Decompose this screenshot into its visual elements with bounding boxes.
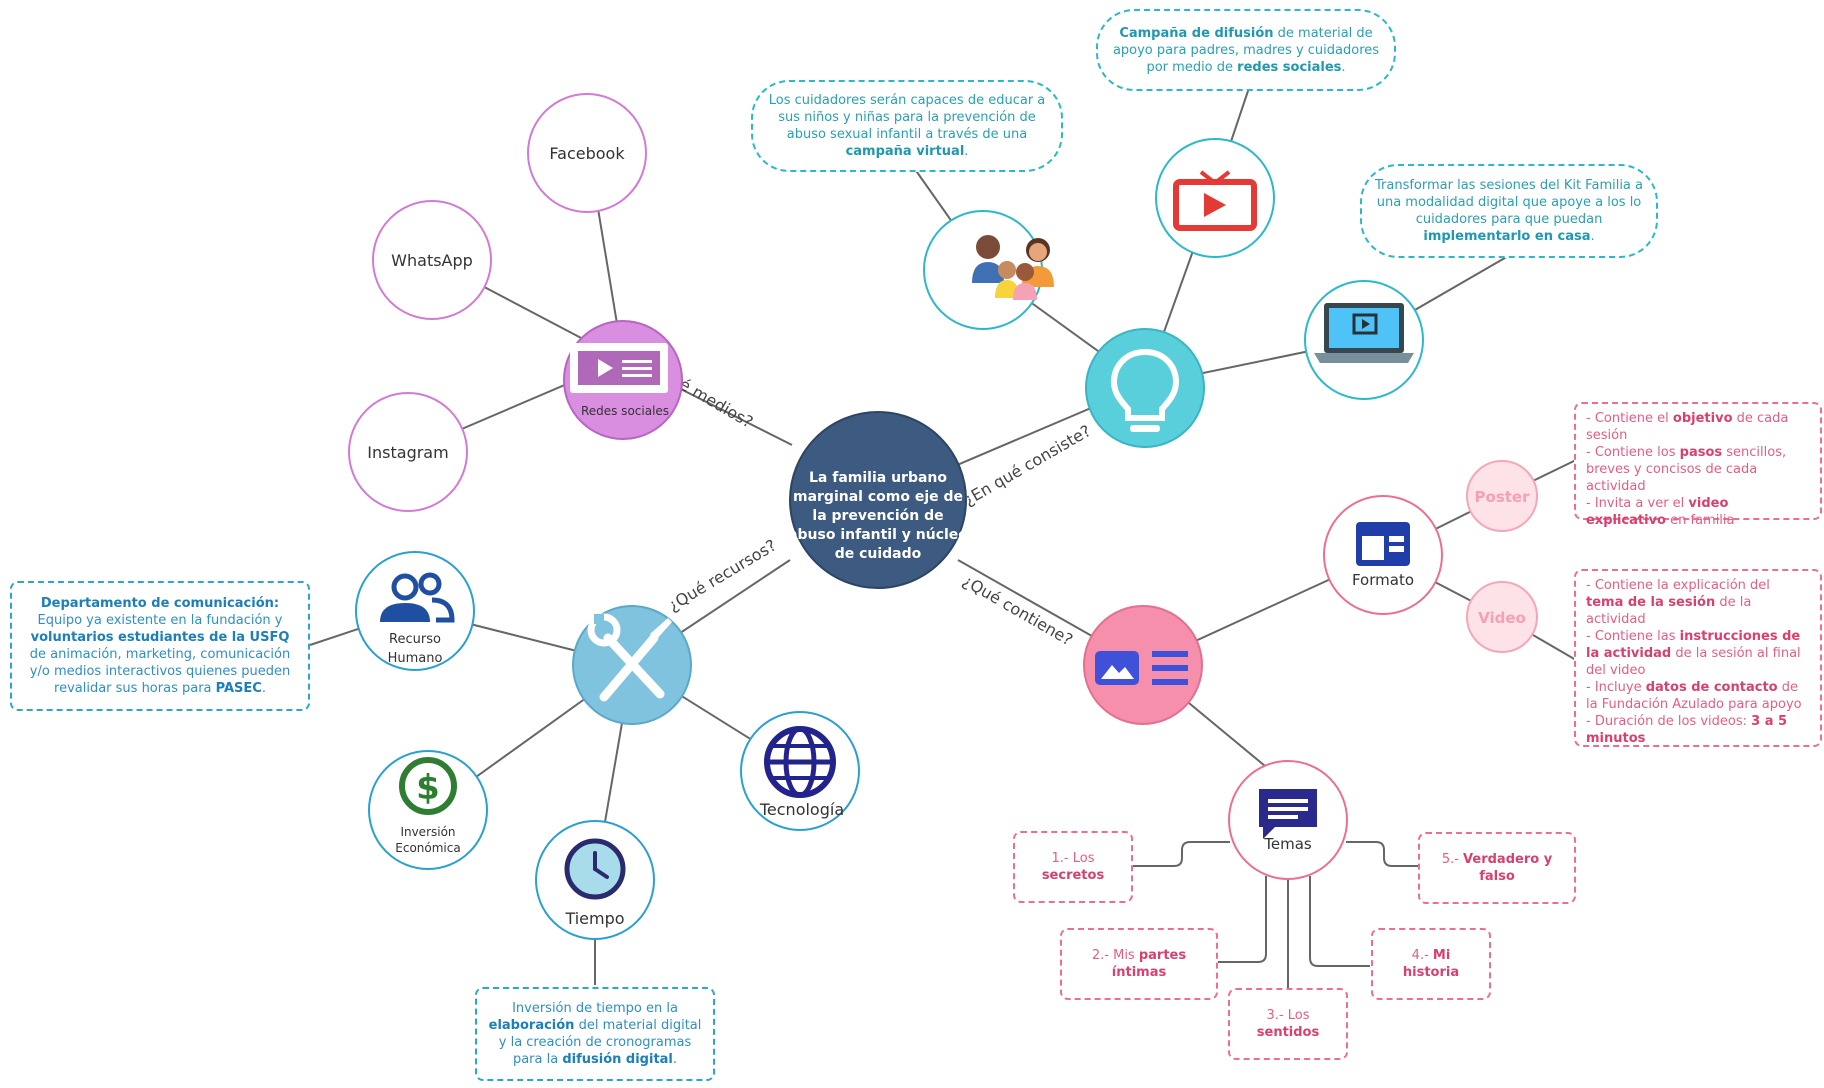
recurso-humano-label-1: Recurso <box>389 632 441 647</box>
recurso-humano-node[interactable]: Recurso Humano <box>355 551 475 671</box>
formato-node[interactable]: Formato <box>1323 495 1443 615</box>
tecnologia-node[interactable]: Tecnología <box>740 711 860 831</box>
svg-text:$: $ <box>416 768 440 808</box>
laptop-video-icon <box>1314 303 1414 363</box>
recurso-humano-label-2: Humano <box>388 651 443 666</box>
instagram-label: Instagram <box>367 443 448 462</box>
tiempo-node[interactable]: Tiempo <box>535 820 655 940</box>
note-tv: Campaña de difusión de material de apoyo… <box>1096 9 1396 91</box>
tema-4[interactable]: 4.- Mi historia <box>1371 928 1491 1000</box>
note-poster: - Contiene el objetivo de cada sesión - … <box>1574 402 1822 528</box>
poster-node[interactable]: Poster <box>1466 460 1538 532</box>
temas-label: Temas <box>1263 835 1312 853</box>
note-laptop: Transformar las sesiones del Kit Familia… <box>1360 164 1658 258</box>
facebook-label: Facebook <box>549 144 625 163</box>
tiempo-label: Tiempo <box>564 909 624 928</box>
note-recurso-humano: Departamento de comunicación: Equipo ya … <box>10 581 310 711</box>
temas-node[interactable]: Temas <box>1228 760 1348 880</box>
tema-5[interactable]: 5.- Verdadero y falso <box>1418 832 1576 904</box>
family-node[interactable] <box>923 210 1054 330</box>
whatsapp-label: WhatsApp <box>391 251 473 270</box>
center-line-4: abuso infantil y núcleo <box>788 527 968 543</box>
chat-icon <box>1259 789 1317 839</box>
clock-icon <box>564 838 626 900</box>
center-line-5: de cuidado <box>835 546 922 562</box>
laptop-node[interactable] <box>1304 280 1424 400</box>
whatsapp-node[interactable]: WhatsApp <box>372 200 492 320</box>
tv-node[interactable] <box>1155 138 1275 258</box>
family-icon <box>972 235 1054 300</box>
redes-sociales-node[interactable]: Redes sociales <box>563 320 683 440</box>
dollar-icon: $ <box>399 757 457 815</box>
facebook-node[interactable]: Facebook <box>527 93 647 213</box>
poster-label: Poster <box>1475 488 1531 506</box>
article-icon <box>1095 651 1188 685</box>
center-line-2: marginal como eje de <box>793 489 963 505</box>
recursos-node[interactable] <box>572 605 692 725</box>
video-post-icon <box>570 343 668 393</box>
video-label: Video <box>1478 609 1526 627</box>
instagram-node[interactable]: Instagram <box>348 392 468 512</box>
tv-icon <box>1173 170 1257 231</box>
redes-sociales-label: Redes sociales <box>581 404 669 418</box>
formato-label: Formato <box>1352 571 1414 589</box>
inversion-label-1: Inversión <box>400 825 455 839</box>
note-family: Los cuidadores serán capaces de educar a… <box>751 80 1063 172</box>
idea-node[interactable] <box>1085 328 1205 448</box>
video-node[interactable]: Video <box>1466 581 1538 653</box>
contiene-node[interactable] <box>1083 605 1203 725</box>
tema-2[interactable]: 2.- Mis partes íntimas <box>1060 928 1218 1000</box>
center-node[interactable]: La familia urbano marginal como eje de l… <box>788 411 968 589</box>
note-tiempo: Inversión de tiempo en la elaboración de… <box>475 987 715 1081</box>
tema-1[interactable]: 1.- Los secretos <box>1013 831 1133 903</box>
tecnologia-label: Tecnología <box>759 800 844 819</box>
inversion-label-2: Económica <box>395 841 460 855</box>
globe-icon <box>764 726 836 798</box>
branch-label-contiene: ¿Qué contiene? <box>959 571 1076 649</box>
center-line-3: la prevención de <box>812 508 943 524</box>
tools-icon <box>587 613 672 702</box>
inversion-node[interactable]: $ Inversión Económica <box>368 750 488 870</box>
lightbulb-icon <box>1110 348 1180 432</box>
note-video: - Contiene la explicación del tema de la… <box>1574 569 1822 747</box>
center-line-1: La familia urbano <box>809 470 947 486</box>
layout-icon <box>1356 522 1410 566</box>
people-icon <box>380 572 455 623</box>
tema-3[interactable]: 3.- Los sentidos <box>1228 988 1348 1060</box>
branch-label-recursos: ¿Qué recursos? <box>665 536 780 615</box>
